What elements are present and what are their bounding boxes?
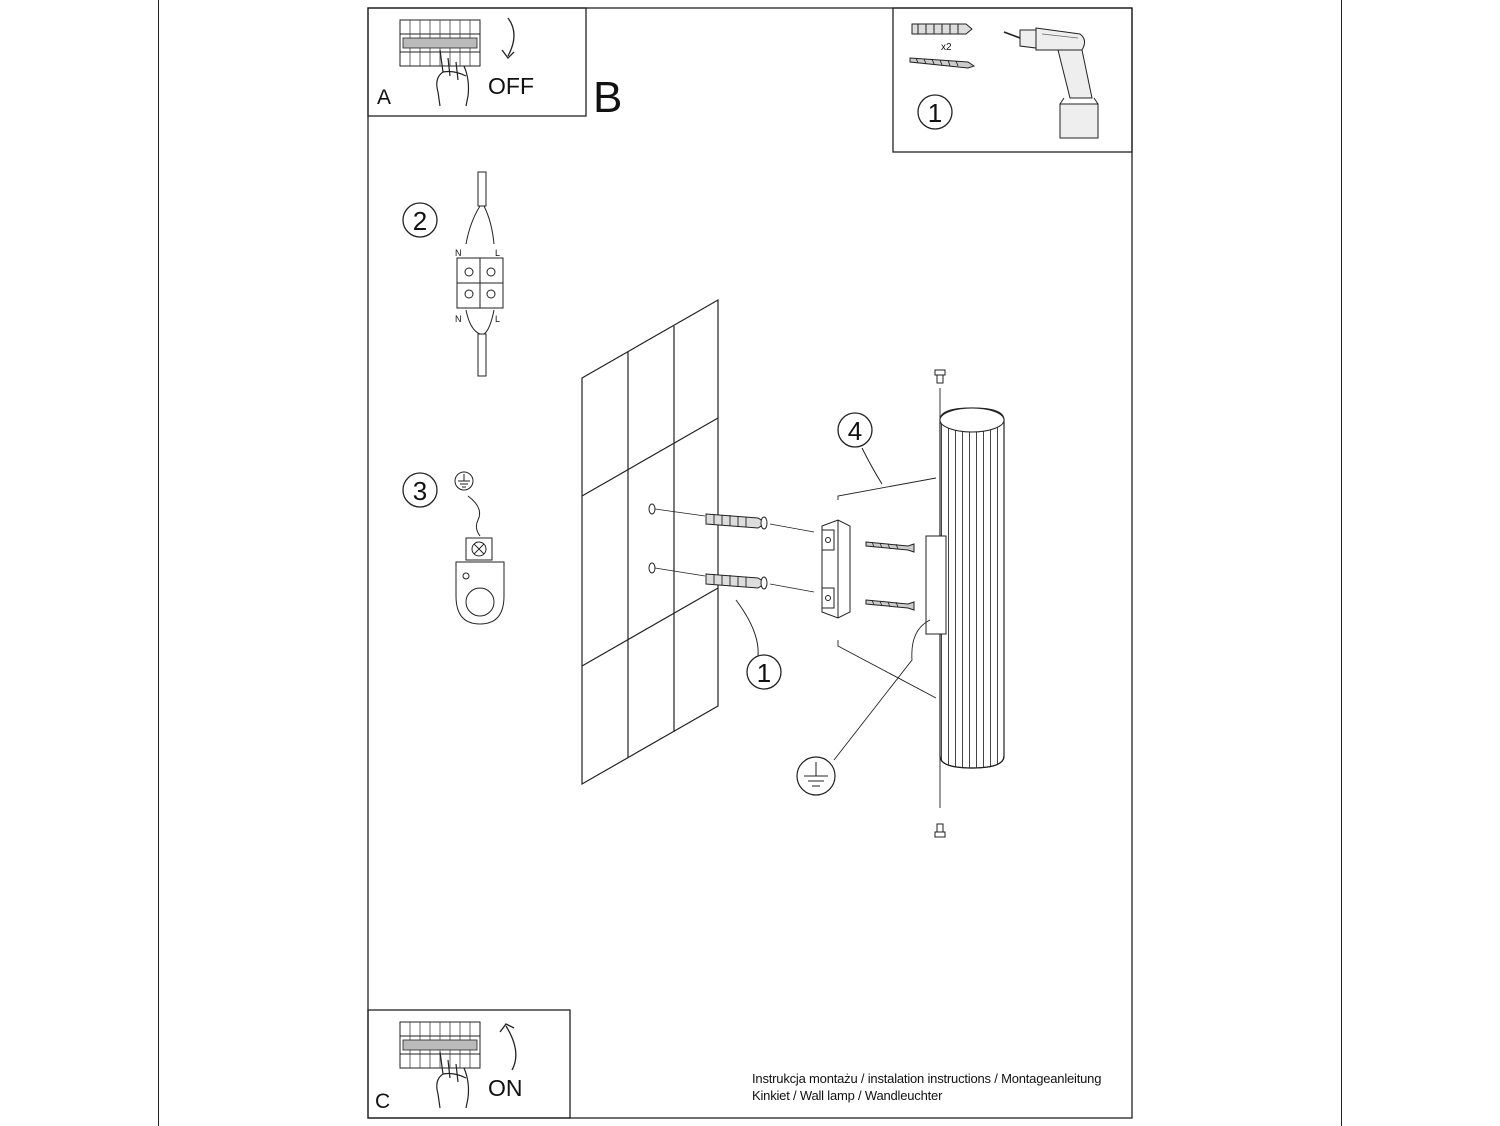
main-frame bbox=[367, 7, 1133, 1119]
panel-b-letter: B bbox=[593, 73, 622, 122]
wall-anchor-top bbox=[705, 513, 815, 533]
hand-icon bbox=[436, 49, 470, 107]
drill-holes bbox=[648, 503, 706, 577]
arrow-up-icon bbox=[499, 1023, 517, 1071]
step-1-number: 1 bbox=[757, 658, 771, 688]
lamp-bottom-screw bbox=[934, 823, 946, 838]
step-4-number: 4 bbox=[848, 416, 862, 446]
caption-line-2: Kinkiet / Wall lamp / Wandleuchter bbox=[752, 1088, 943, 1103]
panel-a-switch-off: OFF A bbox=[367, 7, 587, 117]
step-3-ground: 3 bbox=[402, 471, 505, 625]
wall-plug-icon bbox=[911, 23, 973, 35]
step-2-number: 2 bbox=[413, 206, 427, 236]
caption-line-1: Instrukcja montażu / instalation instruc… bbox=[752, 1071, 1102, 1086]
tools-count-label: x2 bbox=[941, 42, 952, 53]
wall-lamp bbox=[925, 369, 1005, 838]
bracket-screw-top bbox=[865, 541, 915, 553]
panel-a-off-text: OFF bbox=[488, 73, 534, 99]
fuse-box-icon bbox=[399, 19, 481, 67]
wall-anchor-bottom bbox=[705, 573, 815, 593]
page-border-right bbox=[1341, 0, 1342, 1126]
drill-icon bbox=[1003, 27, 1099, 139]
ground-symbol-icon bbox=[454, 471, 474, 491]
panel-a-letter: A bbox=[377, 86, 391, 109]
mounting-bracket bbox=[821, 519, 851, 619]
panel-c-switch-on: ON C bbox=[367, 1009, 571, 1119]
label-n-top: N bbox=[455, 248, 462, 258]
step-2-connector: 2 N L N L bbox=[402, 171, 504, 377]
arrow-down-icon bbox=[501, 17, 515, 59]
wall-tiles bbox=[581, 298, 719, 786]
panel-c-letter: C bbox=[375, 1090, 390, 1113]
lamp-top-screw bbox=[934, 369, 946, 384]
lamp-ground-symbol-icon bbox=[796, 756, 836, 796]
label-l-bottom: L bbox=[495, 314, 500, 324]
panel-c-on-text: ON bbox=[488, 1075, 523, 1101]
label-l-top: L bbox=[495, 248, 500, 258]
fuse-box-icon-c bbox=[399, 1021, 481, 1069]
screw-icon bbox=[909, 57, 976, 69]
label-n-bottom: N bbox=[455, 314, 462, 324]
page-border-left bbox=[158, 0, 159, 1126]
tools-step-number: 1 bbox=[928, 98, 942, 128]
bracket-screw-bottom bbox=[865, 599, 915, 611]
step-3-number: 3 bbox=[413, 476, 427, 506]
tools-panel: x2 1 bbox=[892, 7, 1133, 153]
hand-icon-c bbox=[436, 1051, 470, 1109]
